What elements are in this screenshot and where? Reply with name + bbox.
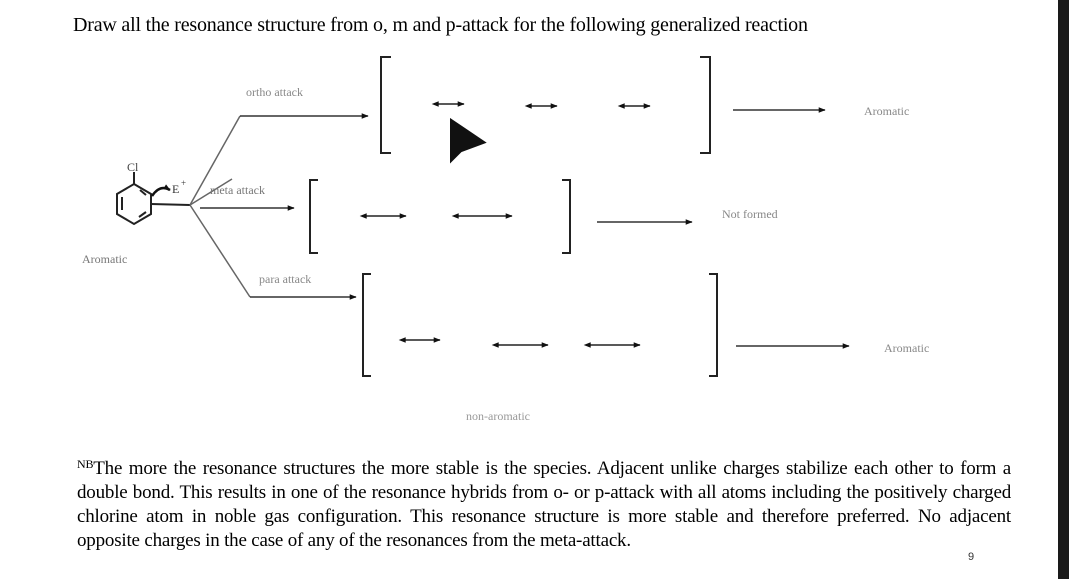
ortho-left-bracket (380, 56, 391, 154)
para-left-bracket (362, 273, 371, 377)
ortho-branch-line (189, 115, 241, 206)
page-title: Draw all the resonance structure from o,… (73, 14, 808, 36)
window-edge-bar (1058, 0, 1069, 579)
chlorine-label: Cl (127, 160, 139, 174)
reactant-bond-out (150, 203, 191, 206)
para-right-bracket (709, 273, 718, 377)
mouse-cursor-icon (448, 115, 490, 167)
para-attack-label: para attack (259, 272, 311, 286)
benzene-ring (116, 182, 152, 226)
page-number: 9 (968, 551, 975, 563)
curved-electron-arrow (150, 184, 171, 197)
non-aromatic-label: non-aromatic (466, 409, 530, 423)
electrophile-label: E (172, 182, 179, 196)
para-branch-line (189, 204, 251, 298)
reactant-aromatic-label: Aromatic (82, 252, 127, 266)
meta-attack-label: meta attack (210, 183, 265, 197)
ortho-right-bracket (700, 56, 711, 154)
ortho-attack-label: ortho attack (246, 85, 303, 99)
meta-result-label: Not formed (722, 207, 778, 221)
para-result-label: Aromatic (884, 341, 929, 355)
meta-left-bracket (309, 179, 318, 254)
reaction-diagram: Cl E + Aromatic ortho attack Aromatic me… (82, 56, 929, 423)
electrophile-charge: + (181, 178, 186, 188)
meta-branch-line (189, 178, 233, 206)
explanation-note: NBThe more the resonance structures the … (77, 457, 1011, 553)
note-text: The more the resonance structures the mo… (77, 458, 1011, 551)
note-prefix: NB (77, 457, 94, 471)
meta-right-bracket (562, 179, 571, 254)
ortho-result-label: Aromatic (864, 104, 909, 118)
